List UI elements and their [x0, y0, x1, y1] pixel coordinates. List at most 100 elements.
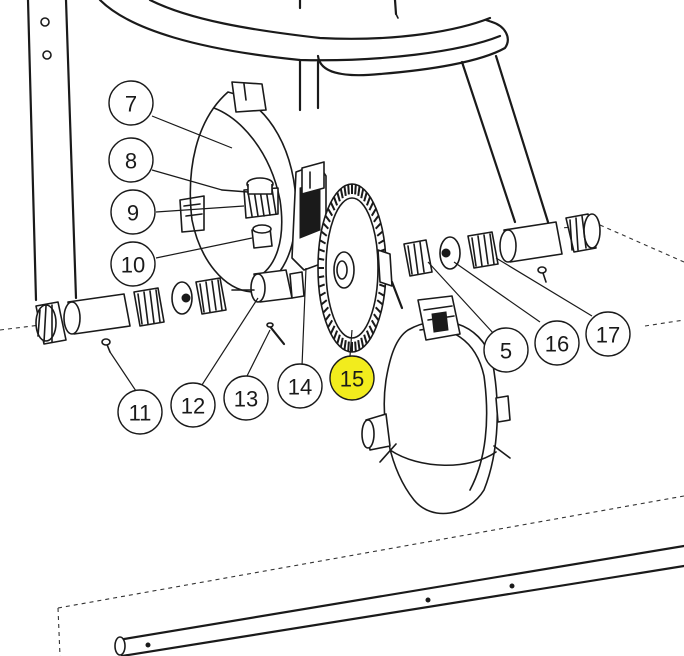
gear-tooth: [370, 319, 377, 328]
screw-11: [101, 338, 111, 353]
pin-13-end: [266, 322, 274, 328]
callout-circle-12: [170, 382, 216, 428]
right-axle-assembly: [403, 213, 601, 283]
gear-tooth: [374, 306, 382, 314]
callout-label-9: 9: [127, 201, 139, 226]
gear-tooth: [318, 283, 326, 288]
gear-tooth: [327, 319, 334, 328]
gear-tooth: [376, 299, 384, 306]
callout-16: 16: [534, 320, 580, 366]
gear-tooth: [370, 208, 377, 217]
gear-tooth: [324, 313, 331, 321]
gear-tooth: [332, 330, 339, 340]
gear-tooth: [336, 192, 341, 202]
callout-13: 13: [223, 375, 269, 421]
gear-tooth: [343, 340, 347, 351]
callout-circle-13: [223, 375, 269, 421]
callout-circle-7: [108, 80, 154, 126]
bushing: [251, 224, 273, 249]
cover-plate: [179, 81, 297, 293]
gear-tooth: [320, 230, 328, 237]
gear-tooth: [318, 248, 326, 253]
gear-tooth: [329, 201, 336, 211]
large-bevel-gear: [317, 183, 393, 353]
gear-tooth: [322, 306, 330, 314]
bracket: [291, 161, 327, 271]
gear-tooth: [347, 341, 350, 352]
callout-circle-9: [110, 189, 156, 235]
gear-tooth: [360, 337, 365, 348]
callout-15: 15: [329, 355, 375, 401]
gear-tooth: [360, 188, 365, 199]
gear-tooth: [365, 196, 372, 206]
reference-lines: [0, 224, 684, 656]
callout-label-14: 14: [288, 375, 312, 400]
gear-tooth: [365, 330, 372, 340]
gear-tooth: [354, 341, 357, 352]
callout-label-12: 12: [181, 394, 205, 419]
callout-label-13: 13: [234, 387, 258, 412]
callout-14: 14: [277, 363, 323, 409]
callout-label-5: 5: [500, 339, 512, 364]
gear-tooth: [318, 275, 325, 279]
callout-circle-5: [483, 327, 529, 373]
callout-label-8: 8: [125, 149, 137, 174]
gear-tooth: [319, 291, 327, 297]
callout-circle-10: [110, 241, 156, 287]
leader-lines: [109, 115, 593, 395]
gear-tooth: [376, 230, 384, 237]
pin-8: [221, 189, 249, 193]
callout-label-16: 16: [545, 332, 569, 357]
callout-circle-11: [117, 389, 163, 435]
gear-tooth: [327, 208, 334, 217]
gear-tooth: [319, 239, 327, 245]
callout-circle-16: [534, 320, 580, 366]
gear-tooth: [332, 196, 339, 206]
small-gear: [243, 177, 279, 219]
callout-8: 8: [108, 137, 154, 183]
gear-tooth: [343, 185, 347, 196]
gear-tooth: [354, 184, 357, 195]
callout-11: 11: [117, 389, 163, 435]
roll-pin: [390, 280, 404, 310]
gear-tooth: [336, 334, 341, 344]
gear-tooth: [347, 184, 350, 195]
callout-5: 5: [483, 327, 529, 373]
gear-tooth: [339, 188, 344, 199]
callout-12: 12: [170, 382, 216, 428]
gear-tooth: [357, 185, 361, 196]
callout-7: 7: [108, 80, 154, 126]
gear-tooth: [363, 334, 368, 344]
callout-10: 10: [110, 241, 156, 287]
gear-tooth: [318, 257, 325, 261]
gear-tooth: [322, 222, 330, 230]
callout-circle-8: [108, 137, 154, 183]
gear-tooth: [363, 192, 368, 202]
bike-frame: [26, 0, 684, 656]
gear-tooth: [373, 215, 380, 223]
callout-9: 9: [110, 189, 156, 235]
callout-circle-14: [277, 363, 323, 409]
gear-tooth: [368, 325, 375, 335]
callout-circle-17: [585, 311, 631, 357]
gear-tooth: [357, 340, 361, 351]
callout-label-7: 7: [125, 92, 137, 117]
callout-17: 17: [585, 311, 631, 357]
gear-tooth: [377, 239, 385, 245]
left-axle-assembly: [35, 269, 305, 345]
flywheel-housing: [361, 295, 511, 515]
gear-tooth: [377, 291, 385, 297]
gear-tooth: [329, 325, 336, 335]
callout-layer: 7 8 9 10 11 12 13 14 15 5 16 17: [108, 80, 631, 435]
gear-tooth: [378, 283, 386, 288]
callout-circle-15: [329, 355, 375, 401]
gear-tooth: [368, 201, 375, 211]
gear-tooth: [373, 313, 380, 321]
gear-tooth: [339, 337, 344, 348]
callout-label-15: 15: [340, 367, 364, 392]
gear-tooth: [374, 222, 382, 230]
callout-label-11: 11: [129, 401, 152, 426]
gear-tooth: [320, 299, 328, 306]
gear-tooth: [324, 215, 331, 223]
